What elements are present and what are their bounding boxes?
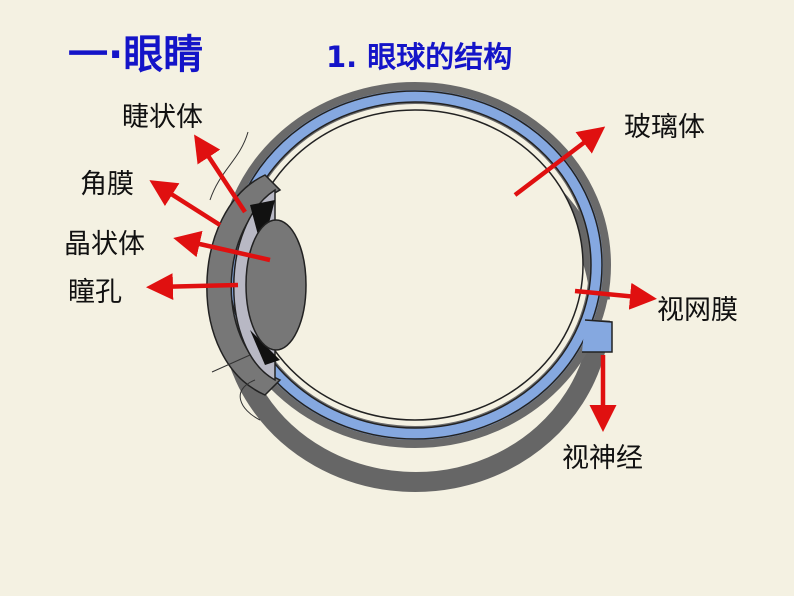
label-vitreous-body: 玻璃体	[624, 112, 705, 143]
arrow-vitreous-body	[513, 126, 606, 197]
label-pupil: 瞳孔	[68, 277, 122, 308]
arrow-retina	[574, 282, 657, 310]
cornea-anterior	[206, 131, 307, 421]
lens-shape	[245, 219, 307, 351]
arrow-lens	[173, 230, 271, 263]
arrow-pupil	[146, 273, 239, 301]
section-subtitle: 1. 眼球的结构	[326, 40, 513, 74]
label-ciliary-body: 睫状体	[122, 102, 203, 133]
page-title: 一·眼睛	[68, 32, 204, 78]
label-cornea: 角膜	[80, 169, 134, 200]
arrow-ciliary-body	[194, 134, 247, 214]
label-retina: 视网膜	[657, 295, 738, 326]
arrow-cornea	[149, 180, 222, 227]
label-optic-nerve: 视神经	[562, 443, 643, 474]
label-lens: 晶状体	[64, 229, 145, 260]
